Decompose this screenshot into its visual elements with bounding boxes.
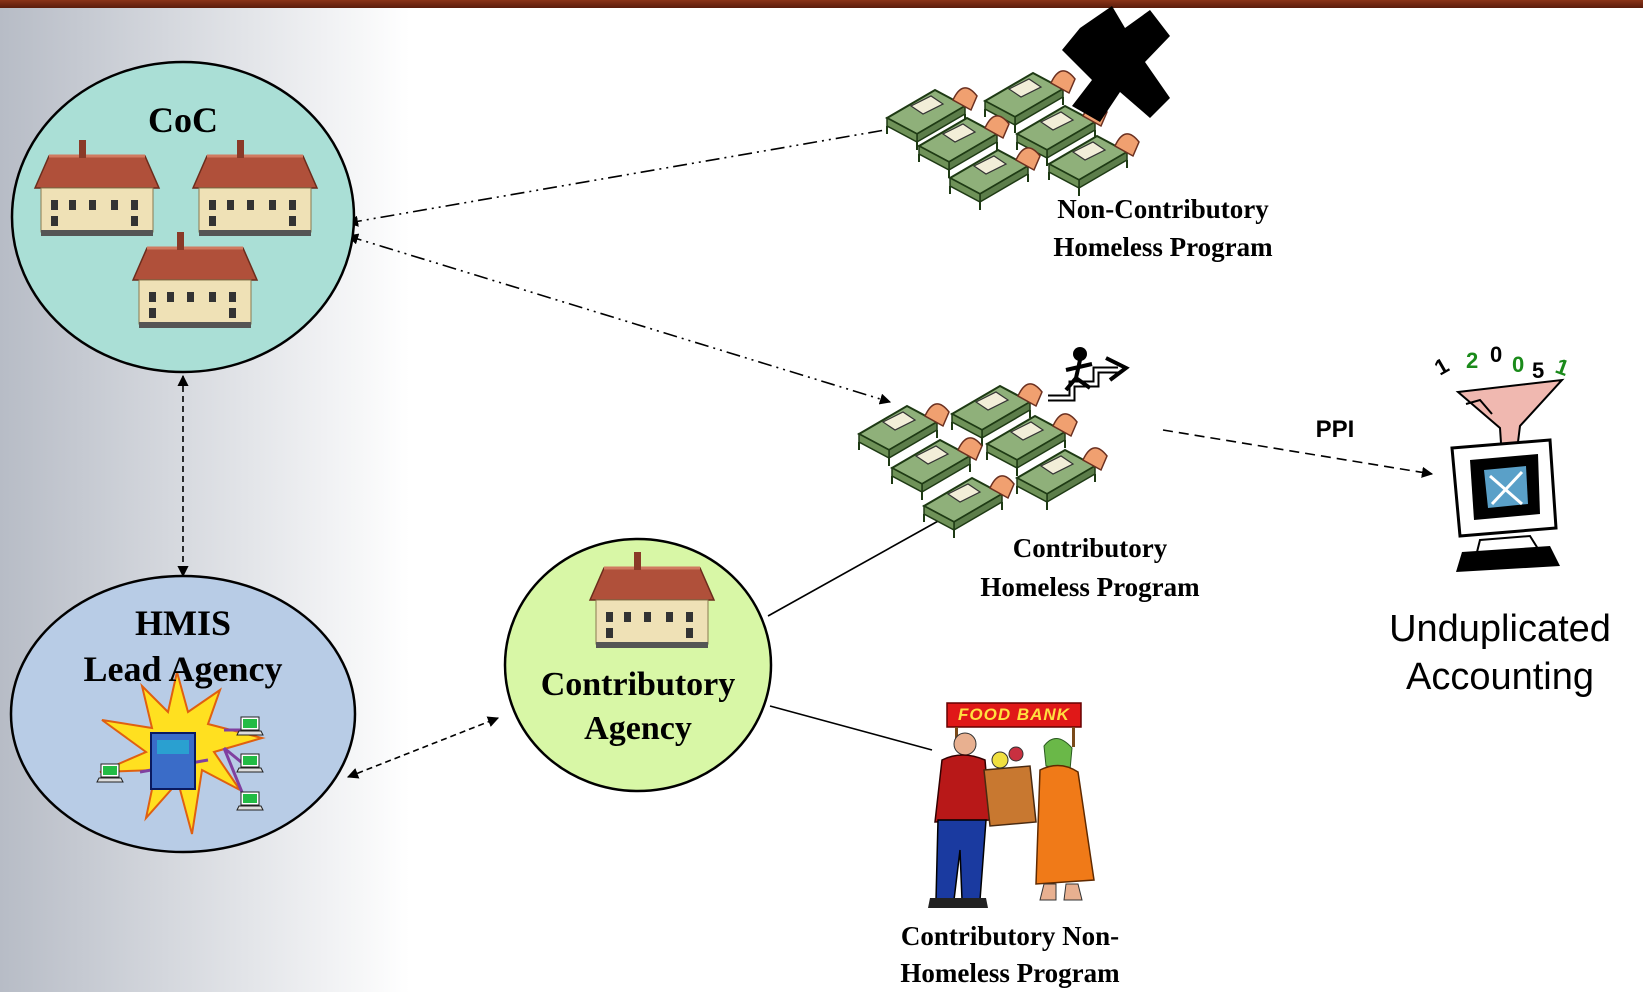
connector-lines bbox=[177, 129, 1434, 779]
cross-icon bbox=[1062, 6, 1170, 122]
hmis-label: HMIS Lead Agency bbox=[43, 600, 323, 692]
ppi-label: PPI bbox=[1315, 416, 1355, 443]
accounting-line1: Unduplicated bbox=[1389, 608, 1611, 650]
hmis-label-line2: Lead Agency bbox=[83, 649, 283, 689]
contributory-program-line2: Homeless Program bbox=[980, 572, 1200, 602]
coc-ellipse bbox=[10, 60, 356, 374]
svg-text:2: 2 bbox=[1466, 348, 1478, 373]
unduplicated-accounting-label: Unduplicated Accounting bbox=[1360, 605, 1640, 701]
svg-text:0: 0 bbox=[1490, 342, 1502, 367]
contributory-beds-icon bbox=[858, 382, 1108, 539]
non-contributory-program-label: Non-Contributory Homeless Program bbox=[1028, 190, 1298, 266]
coc-label: CoC bbox=[148, 100, 218, 140]
svg-text:5: 5 bbox=[1532, 358, 1544, 383]
hmis-label-line1: HMIS bbox=[134, 603, 231, 643]
data-funnel-computer-icon: 1 2 0 0 5 1 bbox=[1430, 342, 1572, 572]
rising-arrow-icon bbox=[1048, 347, 1130, 402]
non-homeless-program-label: Contributory Non- Homeless Program bbox=[875, 918, 1145, 992]
svg-text:1: 1 bbox=[1552, 353, 1572, 381]
food-bank-icon bbox=[928, 702, 1095, 908]
svg-text:1: 1 bbox=[1430, 353, 1453, 381]
top-bar bbox=[0, 0, 1643, 8]
contributory-program-label: Contributory Homeless Program bbox=[955, 529, 1225, 607]
food-bank-sign: FOOD BANK bbox=[958, 705, 1070, 724]
contributory-agency-line2: Agency bbox=[584, 710, 692, 747]
svg-text:0: 0 bbox=[1512, 352, 1524, 377]
contributory-agency-line1: Contributory bbox=[540, 666, 736, 703]
accounting-line2: Accounting bbox=[1405, 656, 1594, 698]
non-contributory-program-line2: Homeless Program bbox=[1053, 232, 1273, 262]
non-homeless-program-line2: Homeless Program bbox=[900, 958, 1120, 988]
contributory-agency-label: Contributory Agency bbox=[513, 663, 763, 751]
non-homeless-program-line1: Contributory Non- bbox=[900, 921, 1120, 951]
network-server-icon bbox=[96, 671, 266, 835]
non-contributory-program-line1: Non-Contributory bbox=[1057, 194, 1269, 224]
contributory-program-line1: Contributory bbox=[1012, 533, 1168, 563]
